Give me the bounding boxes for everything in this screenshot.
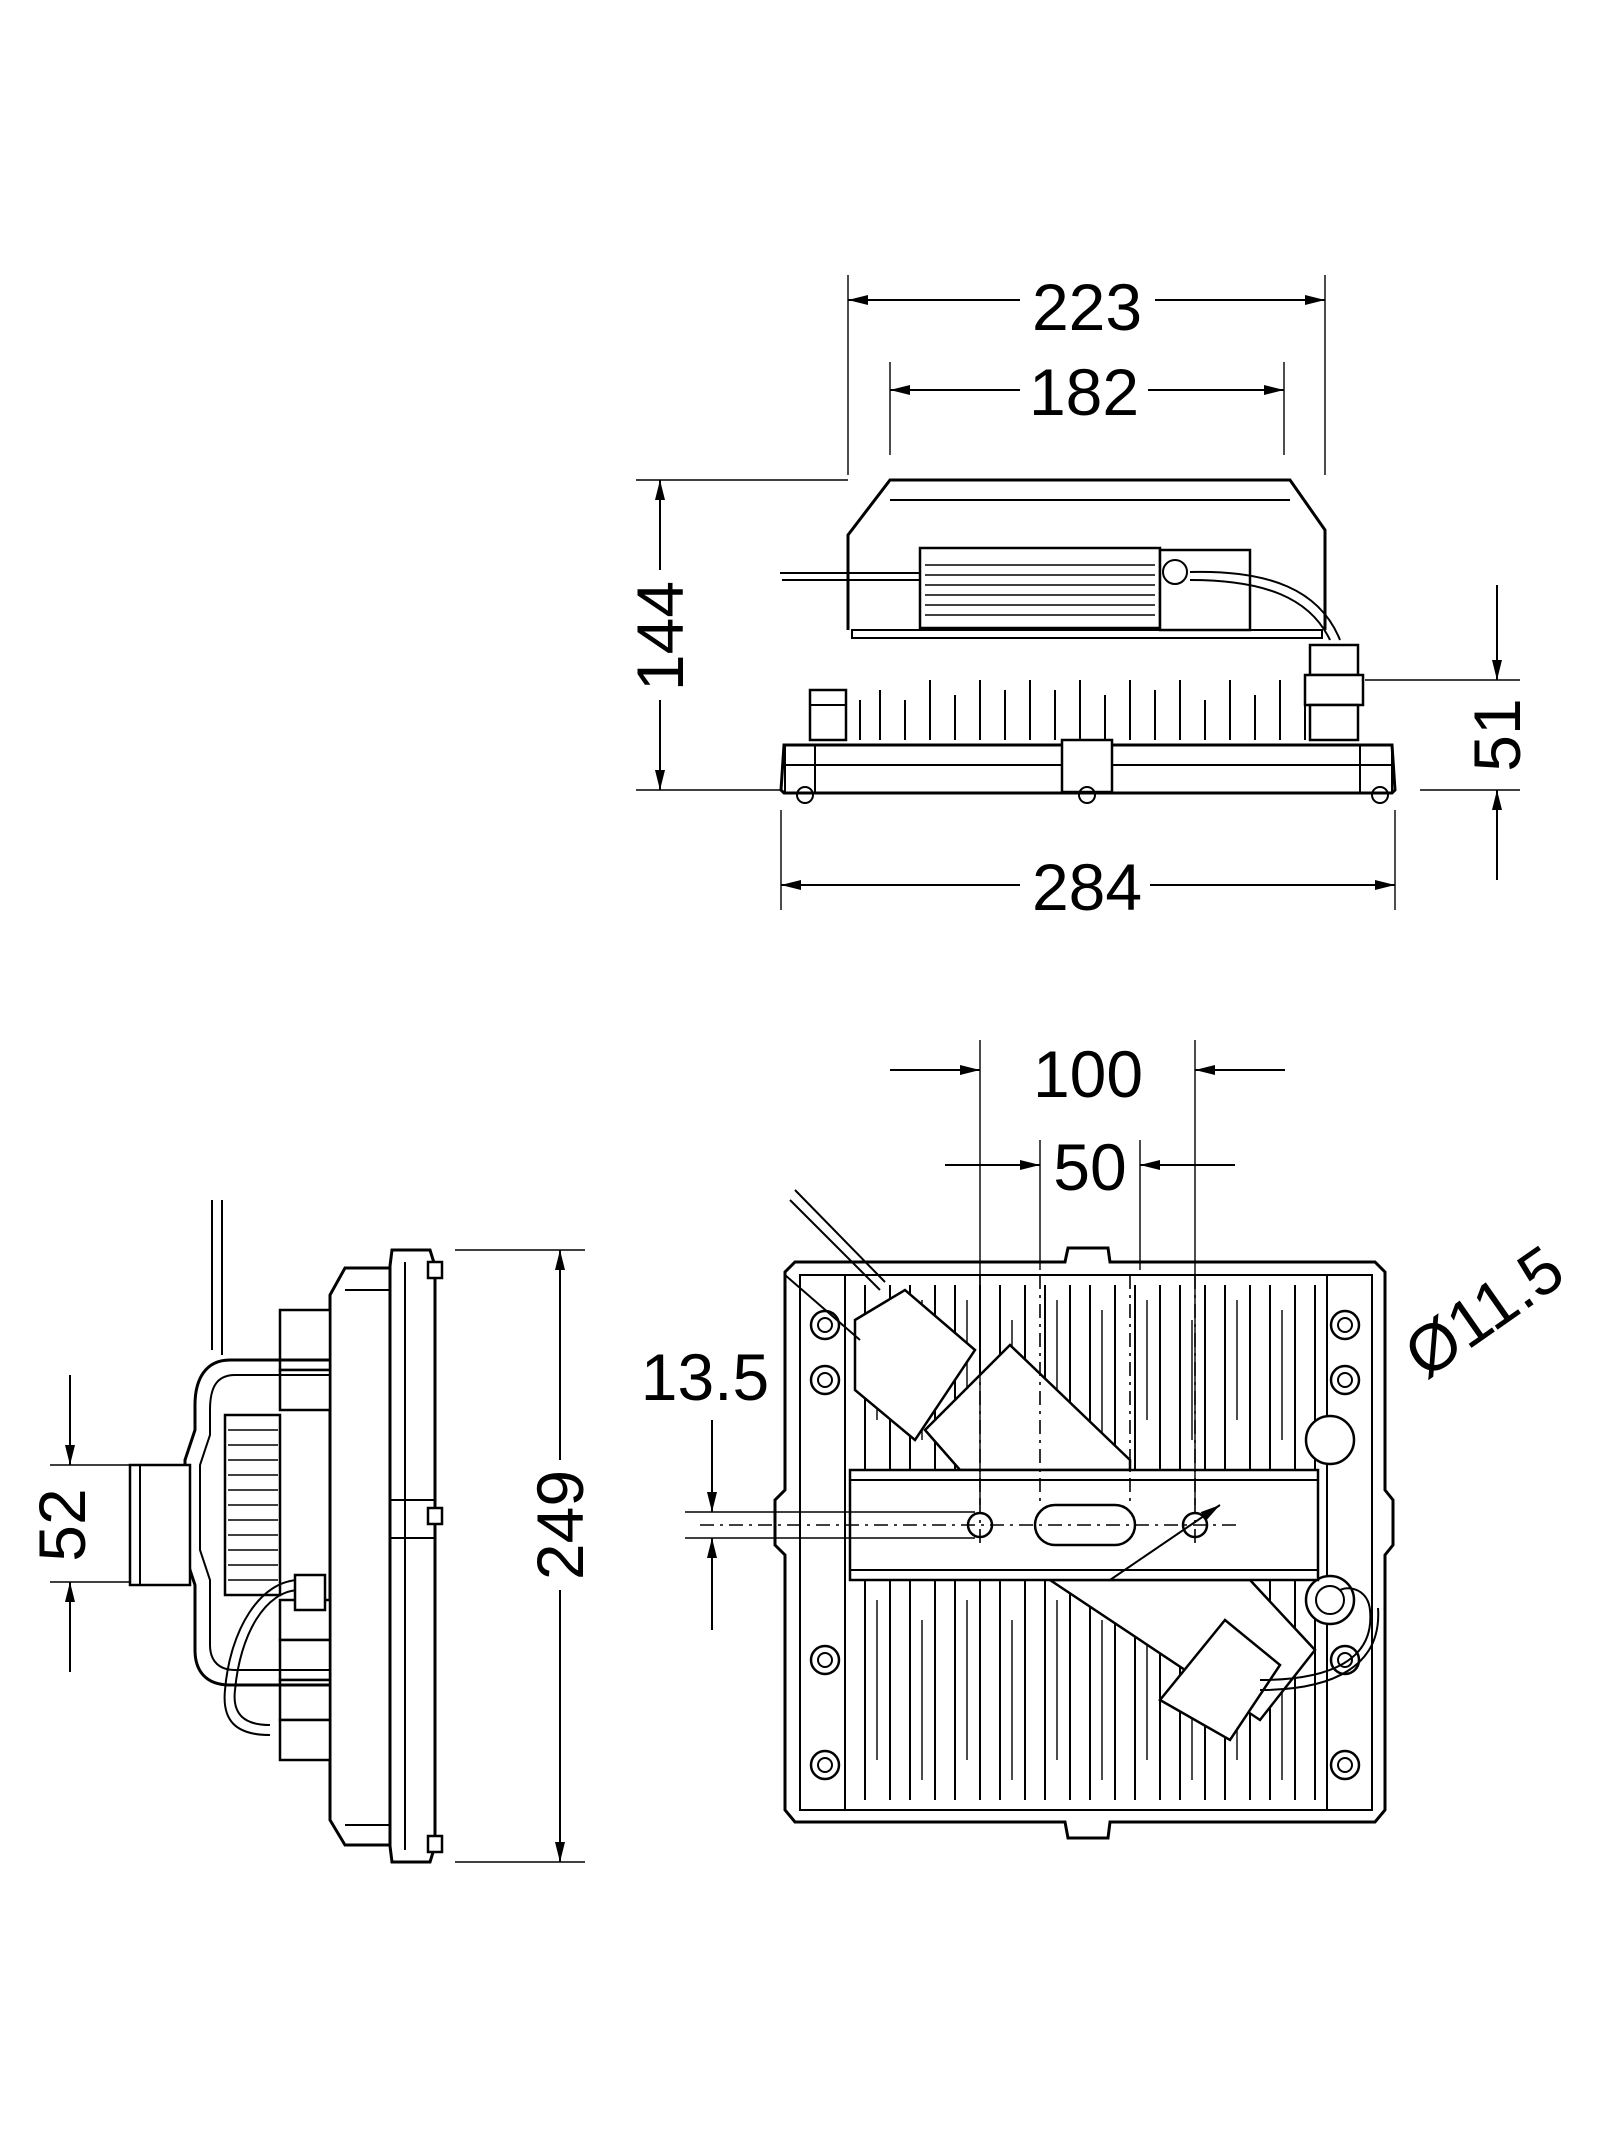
dimension-51: 51 [1365,585,1534,880]
dim-label-100: 100 [1033,1037,1143,1111]
side-elevation-view [128,1200,444,1864]
dim-label-223: 223 [1032,270,1142,344]
front-elevation-view [779,478,1397,804]
dimension-hole-diameter: Ø11.5 [1391,1231,1577,1392]
dim-label-144: 144 [623,581,697,691]
dim-label-13-5: 13.5 [641,1340,769,1414]
dimension-144: 144 [623,479,848,791]
dimension-100: 100 [890,1037,1285,1505]
dimension-223: 223 [847,270,1326,475]
dimension-13-5: 13.5 [641,1340,975,1630]
plan-view [700,1189,1395,1840]
dim-label-51: 51 [1460,698,1534,771]
dim-label-182: 182 [1029,355,1139,429]
dimension-249: 249 [455,1249,597,1863]
dim-label-11-5: Ø11.5 [1391,1231,1577,1392]
dim-label-249: 249 [523,1470,597,1580]
dimension-182: 182 [889,355,1285,455]
dimension-52: 52 [25,1375,130,1672]
dimension-284: 284 [780,810,1396,924]
corner-bolts [809,1309,1361,1781]
dimension-50: 50 [945,1130,1235,1270]
dim-label-284: 284 [1032,850,1142,924]
cooling-fins [859,680,1306,740]
dim-label-52: 52 [25,1488,99,1561]
dim-label-50: 50 [1053,1130,1126,1204]
